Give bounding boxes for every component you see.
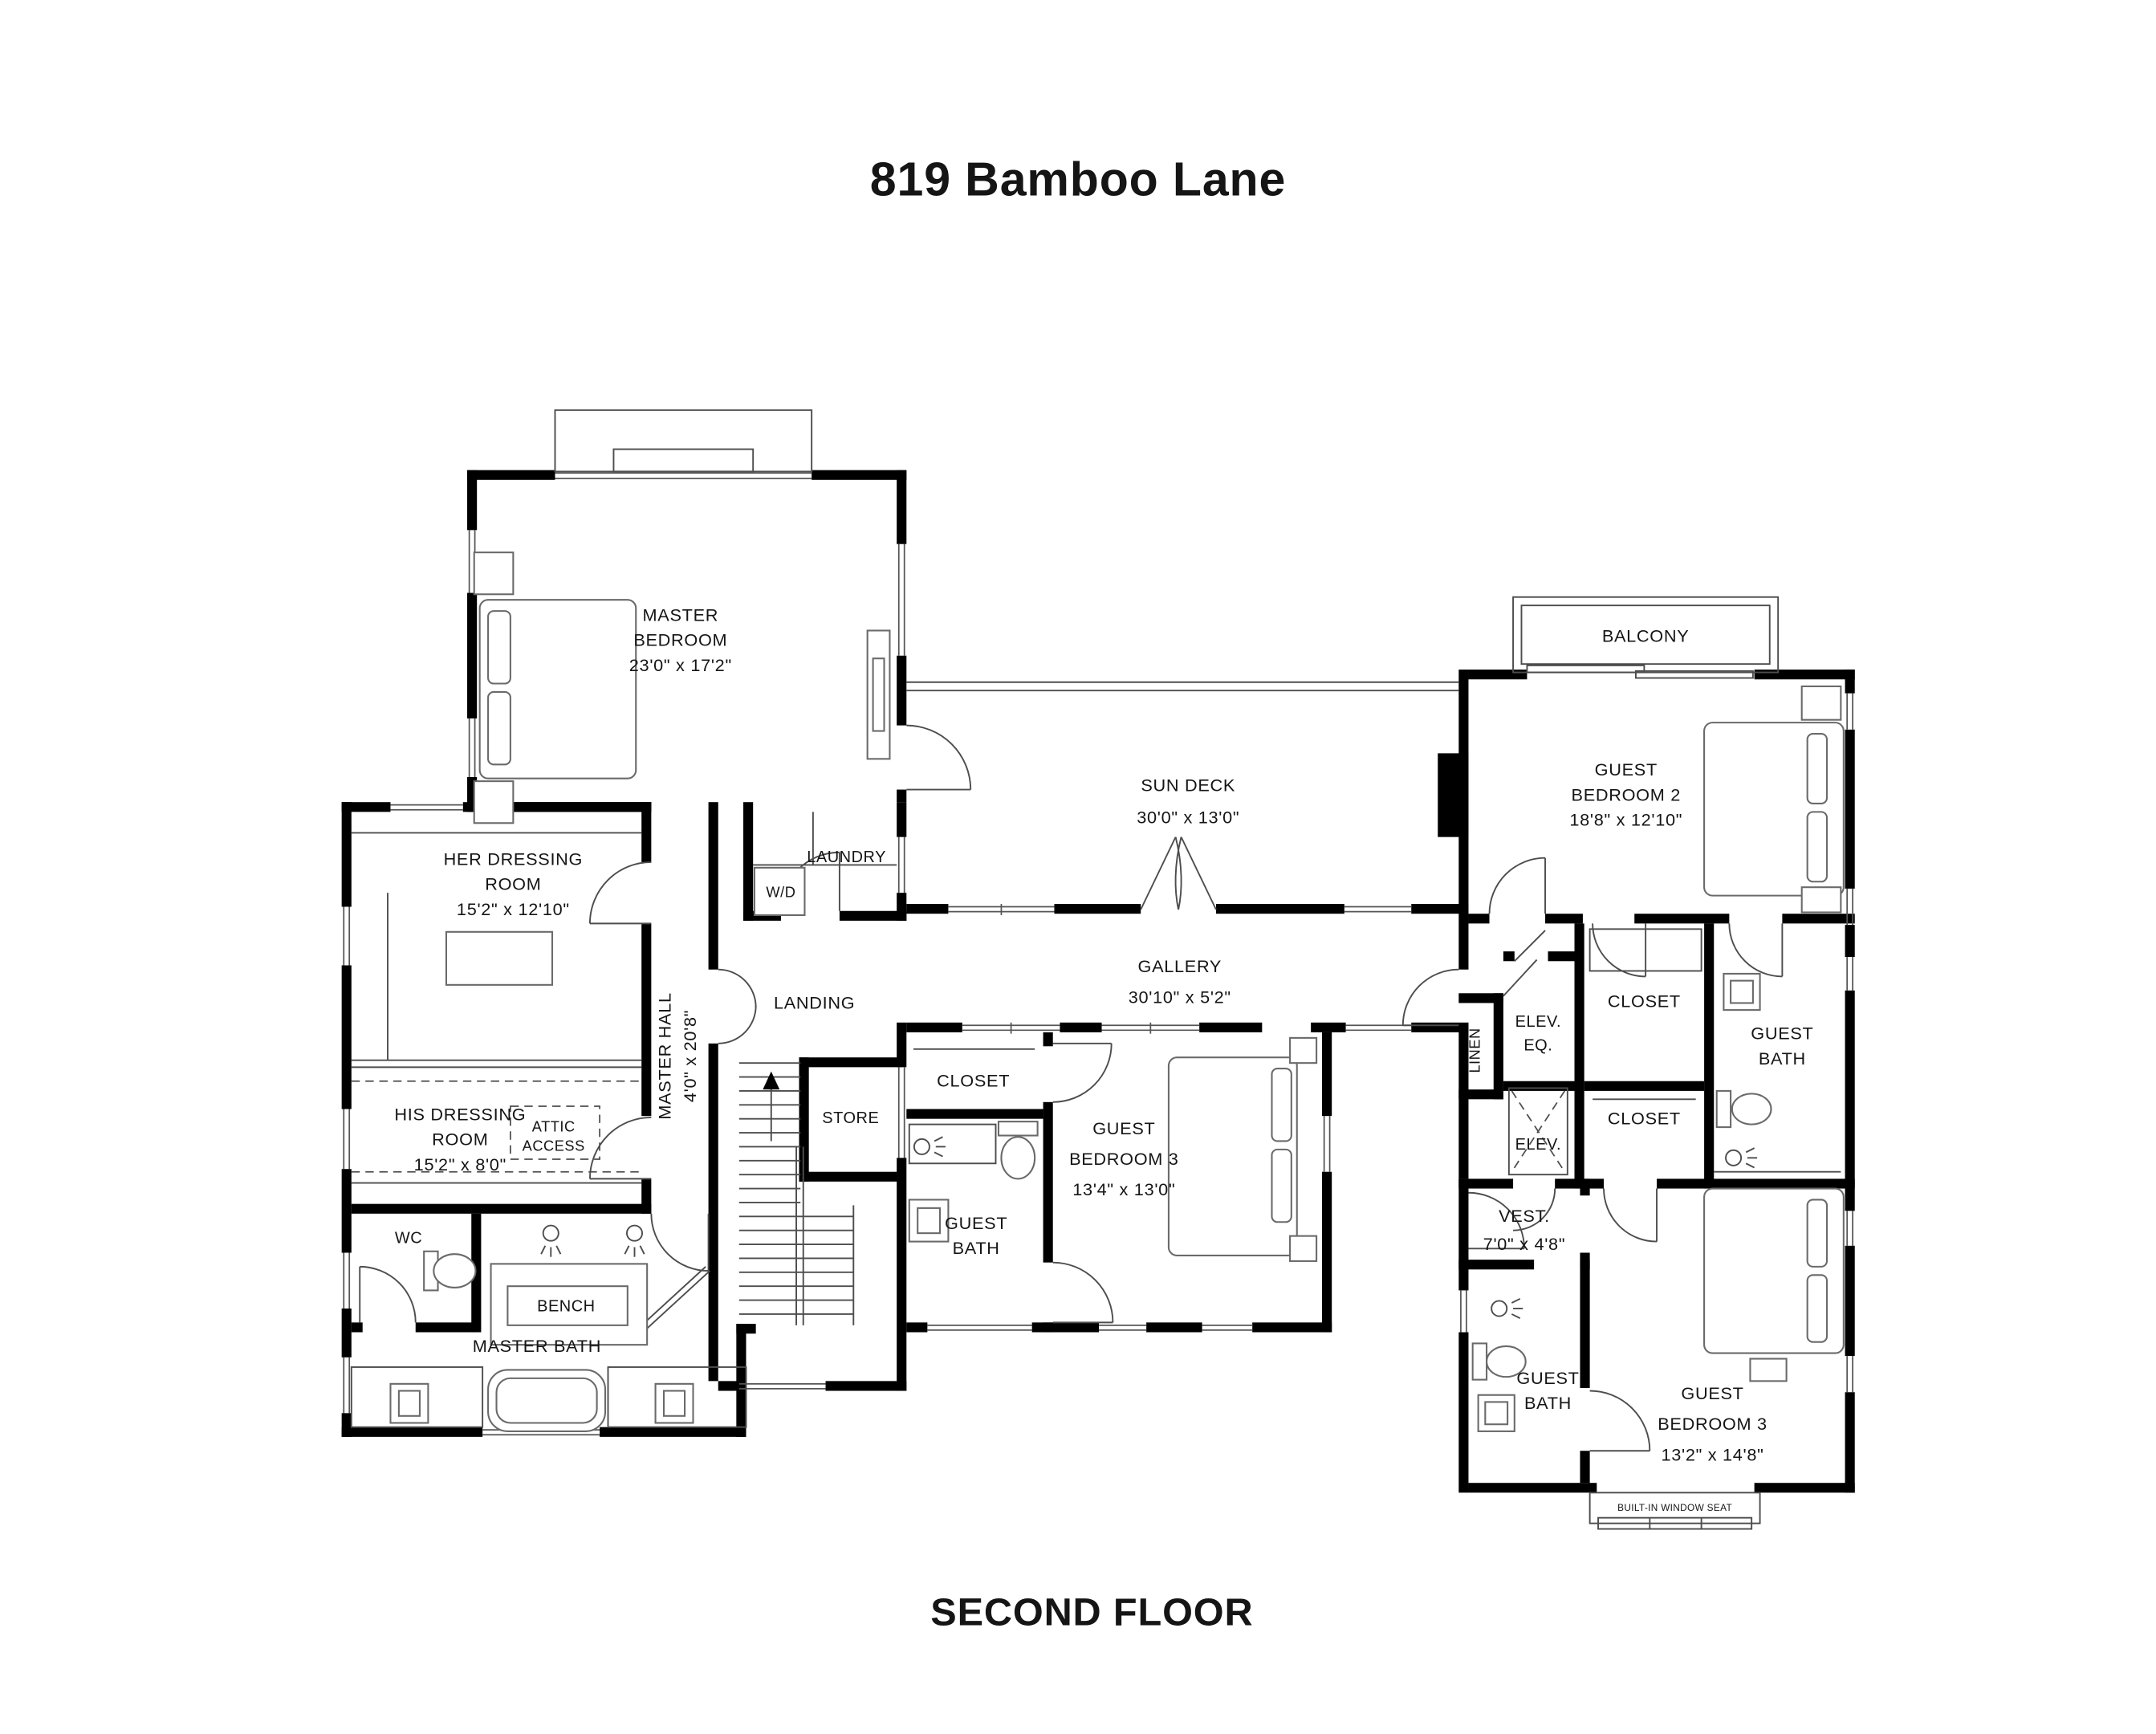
label-his-dressing-2: ROOM [432, 1130, 488, 1150]
label-closet-right-upper: CLOSET [1608, 991, 1681, 1012]
label-attic-access-2: ACCESS [523, 1138, 585, 1154]
label-vest-dims: 7'0" x 4'8" [1483, 1234, 1566, 1254]
guest-bath-center-toilet [997, 1121, 1039, 1137]
master-bedroom-bay-window [554, 409, 813, 473]
doors [359, 724, 1784, 1452]
dashed-lines [351, 1066, 1566, 1184]
guest-bed-3-center [1167, 1056, 1298, 1257]
page-title: 819 Bamboo Lane [870, 153, 1286, 206]
label-guest-bath-lower-2: BATH [1524, 1393, 1572, 1413]
label-guest-bath-lower-1: GUEST [1516, 1368, 1579, 1388]
label-guest-bath-center-2: BATH [953, 1238, 1000, 1258]
label-guest-bedroom2-1: GUEST [1595, 759, 1658, 779]
label-master-bedroom-dims: 23'0" x 17'2" [629, 655, 732, 675]
label-closet-center: CLOSET [937, 1071, 1010, 1091]
label-master-hall: MASTER HALL [655, 992, 675, 1119]
label-sun-deck-dims: 30'0" x 13'0" [1137, 807, 1239, 827]
label-store: STORE [822, 1109, 879, 1127]
furniture [350, 552, 1845, 1432]
label-wc: WC [395, 1229, 422, 1247]
label-her-dressing-1: HER DRESSING [444, 849, 584, 869]
label-master-bedroom-2: BEDROOM [633, 630, 727, 650]
label-landing: LANDING [774, 992, 855, 1012]
label-guest-bedroom3-right-2: BEDROOM 3 [1658, 1414, 1767, 1434]
label-window-seat: BUILT-IN WINDOW SEAT [1617, 1502, 1732, 1513]
label-master-hall-dims: 4'0" x 20'8" [680, 1010, 700, 1102]
label-elev-eq-1: ELEV. [1515, 1013, 1561, 1031]
label-master-bedroom-1: MASTER [643, 604, 719, 625]
label-balcony: BALCONY [1602, 625, 1690, 645]
label-guest-bedroom3-center-dims: 13'4" x 13'0" [1072, 1179, 1175, 1199]
label-guest-bedroom3-right-1: GUEST [1681, 1383, 1743, 1403]
label-guest-bath-upper-1: GUEST [1751, 1024, 1813, 1044]
label-gallery-dims: 30'10" x 5'2" [1129, 987, 1231, 1007]
label-guest-bedroom3-center-2: BEDROOM 3 [1069, 1149, 1178, 1169]
guest-bath-lower-toilet [1471, 1342, 1488, 1381]
label-sun-deck: SUN DECK [1141, 775, 1235, 795]
label-guest-bedroom2-dims: 18'8" x 12'10" [1569, 810, 1682, 830]
light-fixtures [540, 1136, 1758, 1320]
label-her-dressing-2: ROOM [485, 874, 541, 894]
guest-bath-upper-toilet [1715, 1089, 1732, 1129]
dressing-island [445, 930, 554, 986]
exterior-features [554, 409, 1780, 1530]
label-elev: ELEV. [1515, 1136, 1561, 1154]
label-master-bath: MASTER BATH [473, 1336, 601, 1356]
label-attic-access-1: ATTIC [532, 1117, 576, 1134]
floor-label: SECOND FLOOR [930, 1590, 1253, 1634]
label-his-dressing-1: HIS DRESSING [394, 1104, 526, 1124]
staircase [738, 1062, 855, 1325]
label-bench: BENCH [537, 1297, 596, 1315]
label-guest-bedroom3-center-1: GUEST [1092, 1118, 1155, 1138]
washer-dryer [753, 866, 806, 916]
label-linen: LINEN [1466, 1028, 1483, 1073]
elevator-cab [1507, 1087, 1568, 1176]
attic-access-box [510, 1105, 600, 1160]
label-laundry: LAUNDRY [807, 849, 886, 866]
master-bedroom-deck-door [906, 724, 972, 790]
label-wd: W/D [766, 883, 795, 900]
label-her-dressing-dims: 15'2" x 12'10" [457, 899, 570, 919]
french-door-left-leaf [1140, 836, 1177, 910]
label-closet-right-lower: CLOSET [1608, 1109, 1681, 1129]
label-elev-eq-2: EQ. [1523, 1037, 1552, 1055]
window-seat-bay [1589, 1492, 1761, 1524]
label-vest: VEST. [1499, 1206, 1550, 1226]
french-door-right-leaf [1180, 836, 1217, 910]
label-guest-bath-upper-2: BATH [1759, 1048, 1806, 1068]
label-guest-bath-center-1: GUEST [945, 1213, 1007, 1233]
guest-bath-center-counter [908, 1123, 997, 1165]
master-bed [478, 599, 637, 779]
label-gallery: GALLERY [1138, 956, 1222, 976]
windows [343, 472, 1853, 1436]
label-guest-bedroom3-right-dims: 13'2" x 14'8" [1661, 1444, 1763, 1464]
labels: 819 Bamboo Lane SECOND FLOOR MASTER BEDR… [394, 153, 1813, 1634]
label-his-dressing-dims: 15'2" x 8'0" [414, 1154, 506, 1174]
balcony-outline [1512, 596, 1780, 674]
label-guest-bedroom2-2: BEDROOM 2 [1572, 784, 1681, 804]
